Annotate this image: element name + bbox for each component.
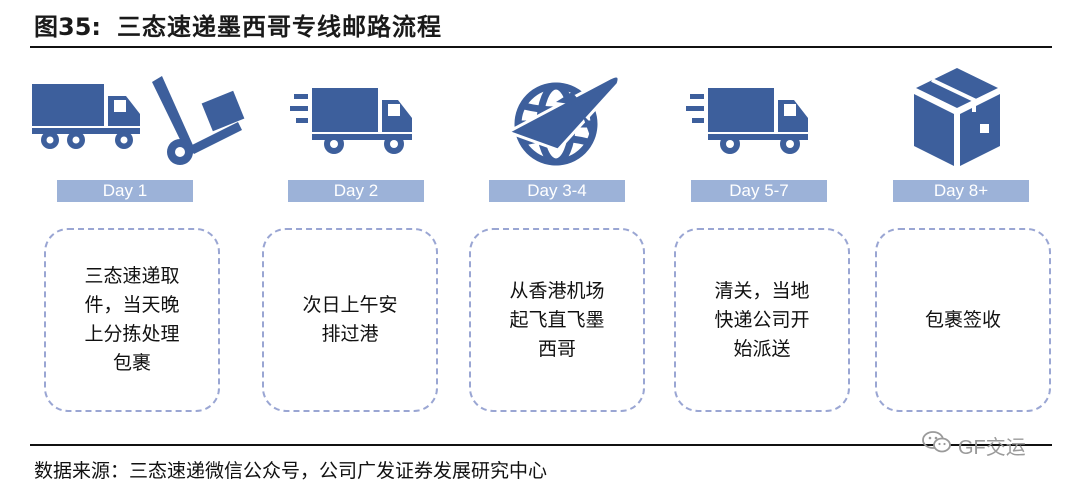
figure-title-row: 图35: 三态速递墨西哥专线邮路流程 bbox=[34, 6, 442, 42]
figure-title: 三态速递墨西哥专线邮路流程 bbox=[117, 12, 442, 41]
truck-and-hand-truck-icon bbox=[30, 62, 250, 172]
step-box: 从香港机场 起飞直飞墨 西哥 bbox=[469, 228, 645, 412]
globe-airplane-icon bbox=[498, 62, 628, 172]
top-rule bbox=[30, 46, 1052, 48]
step-description: 从香港机场 起飞直飞墨 西哥 bbox=[509, 279, 605, 360]
package-box-icon bbox=[902, 62, 1012, 172]
step-description: 包裹签收 bbox=[924, 308, 1001, 331]
step-box: 清关，当地 快递公司开 始派送 bbox=[674, 228, 850, 412]
step-description: 清关，当地 快递公司开 始派送 bbox=[714, 279, 810, 360]
day-label: Day 2 bbox=[288, 180, 424, 202]
step-box: 包裹签收 bbox=[875, 228, 1051, 412]
source-note: 数据来源：三态速递微信公众号，公司广发证券发展研究中心 bbox=[34, 460, 548, 482]
day-label: Day 3-4 bbox=[489, 180, 625, 202]
wechat-icon bbox=[922, 430, 952, 460]
step-description: 次日上午安 排过港 bbox=[302, 294, 398, 345]
step-box: 三态速递取 件，当天晚 上分拣处理 包裹 bbox=[44, 228, 220, 412]
watermark: GF交运 bbox=[922, 430, 1026, 460]
fast-truck-icon bbox=[686, 62, 816, 172]
step-description: 三态速递取 件，当天晚 上分拣处理 包裹 bbox=[84, 265, 180, 374]
figure-label: 图35: bbox=[34, 12, 101, 41]
watermark-text: GF交运 bbox=[958, 436, 1026, 459]
fast-truck-icon bbox=[290, 62, 420, 172]
day-label: Day 8+ bbox=[893, 180, 1029, 202]
day-label: Day 5-7 bbox=[691, 180, 827, 202]
day-label: Day 1 bbox=[57, 180, 193, 202]
bottom-rule bbox=[30, 444, 1052, 446]
step-box: 次日上午安 排过港 bbox=[262, 228, 438, 412]
